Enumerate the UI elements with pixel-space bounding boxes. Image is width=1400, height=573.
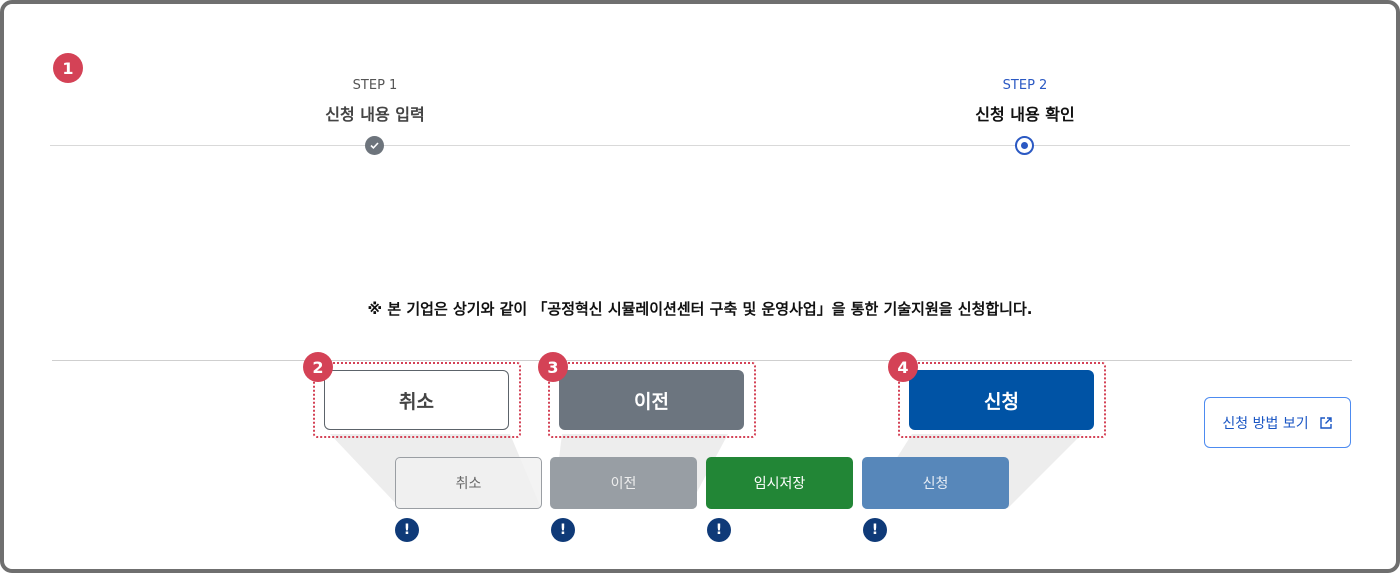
cancel-button[interactable]: 취소 (324, 370, 509, 430)
highlight-box-prev (548, 362, 756, 438)
guide-button-label: 신청 방법 보기 (1222, 415, 1309, 432)
stepper-line (50, 145, 1350, 146)
annotation-badge-3: 3 (538, 352, 568, 382)
small-cancel-button[interactable]: 취소 (395, 457, 542, 509)
warning-icon: ! (707, 518, 731, 542)
annotation-badge-1: 1 (53, 53, 83, 83)
guide-button[interactable]: 신청 방법 보기 (1204, 397, 1351, 448)
warning-icon: ! (395, 518, 419, 542)
step2-label: STEP 2 (1002, 78, 1048, 93)
step1-label: STEP 1 (352, 78, 398, 93)
warning-icon: ! (551, 518, 575, 542)
prev-button[interactable]: 이전 (559, 370, 744, 430)
application-notice: ※ 본 기업은 상기와 같이 「공정혁신 시뮬레이션센터 구축 및 운영사업」을… (367, 300, 1033, 318)
step1-title: 신청 내용 입력 (325, 105, 425, 124)
small-submit-button[interactable]: 신청 (862, 457, 1009, 509)
small-temp-save-button[interactable]: 임시저장 (706, 457, 853, 509)
step2-title: 신청 내용 확인 (975, 105, 1075, 124)
annotation-badge-2: 2 (303, 352, 333, 382)
step2-current-icon (1015, 136, 1034, 155)
warning-icon: ! (863, 518, 887, 542)
highlight-box-submit (898, 362, 1106, 438)
submit-button[interactable]: 신청 (909, 370, 1094, 430)
highlight-box-cancel (313, 362, 521, 438)
small-prev-button[interactable]: 이전 (550, 457, 697, 509)
step1-check-icon (365, 136, 384, 155)
annotation-badge-4: 4 (888, 352, 918, 382)
divider (52, 360, 1352, 361)
external-link-icon (1319, 416, 1332, 429)
